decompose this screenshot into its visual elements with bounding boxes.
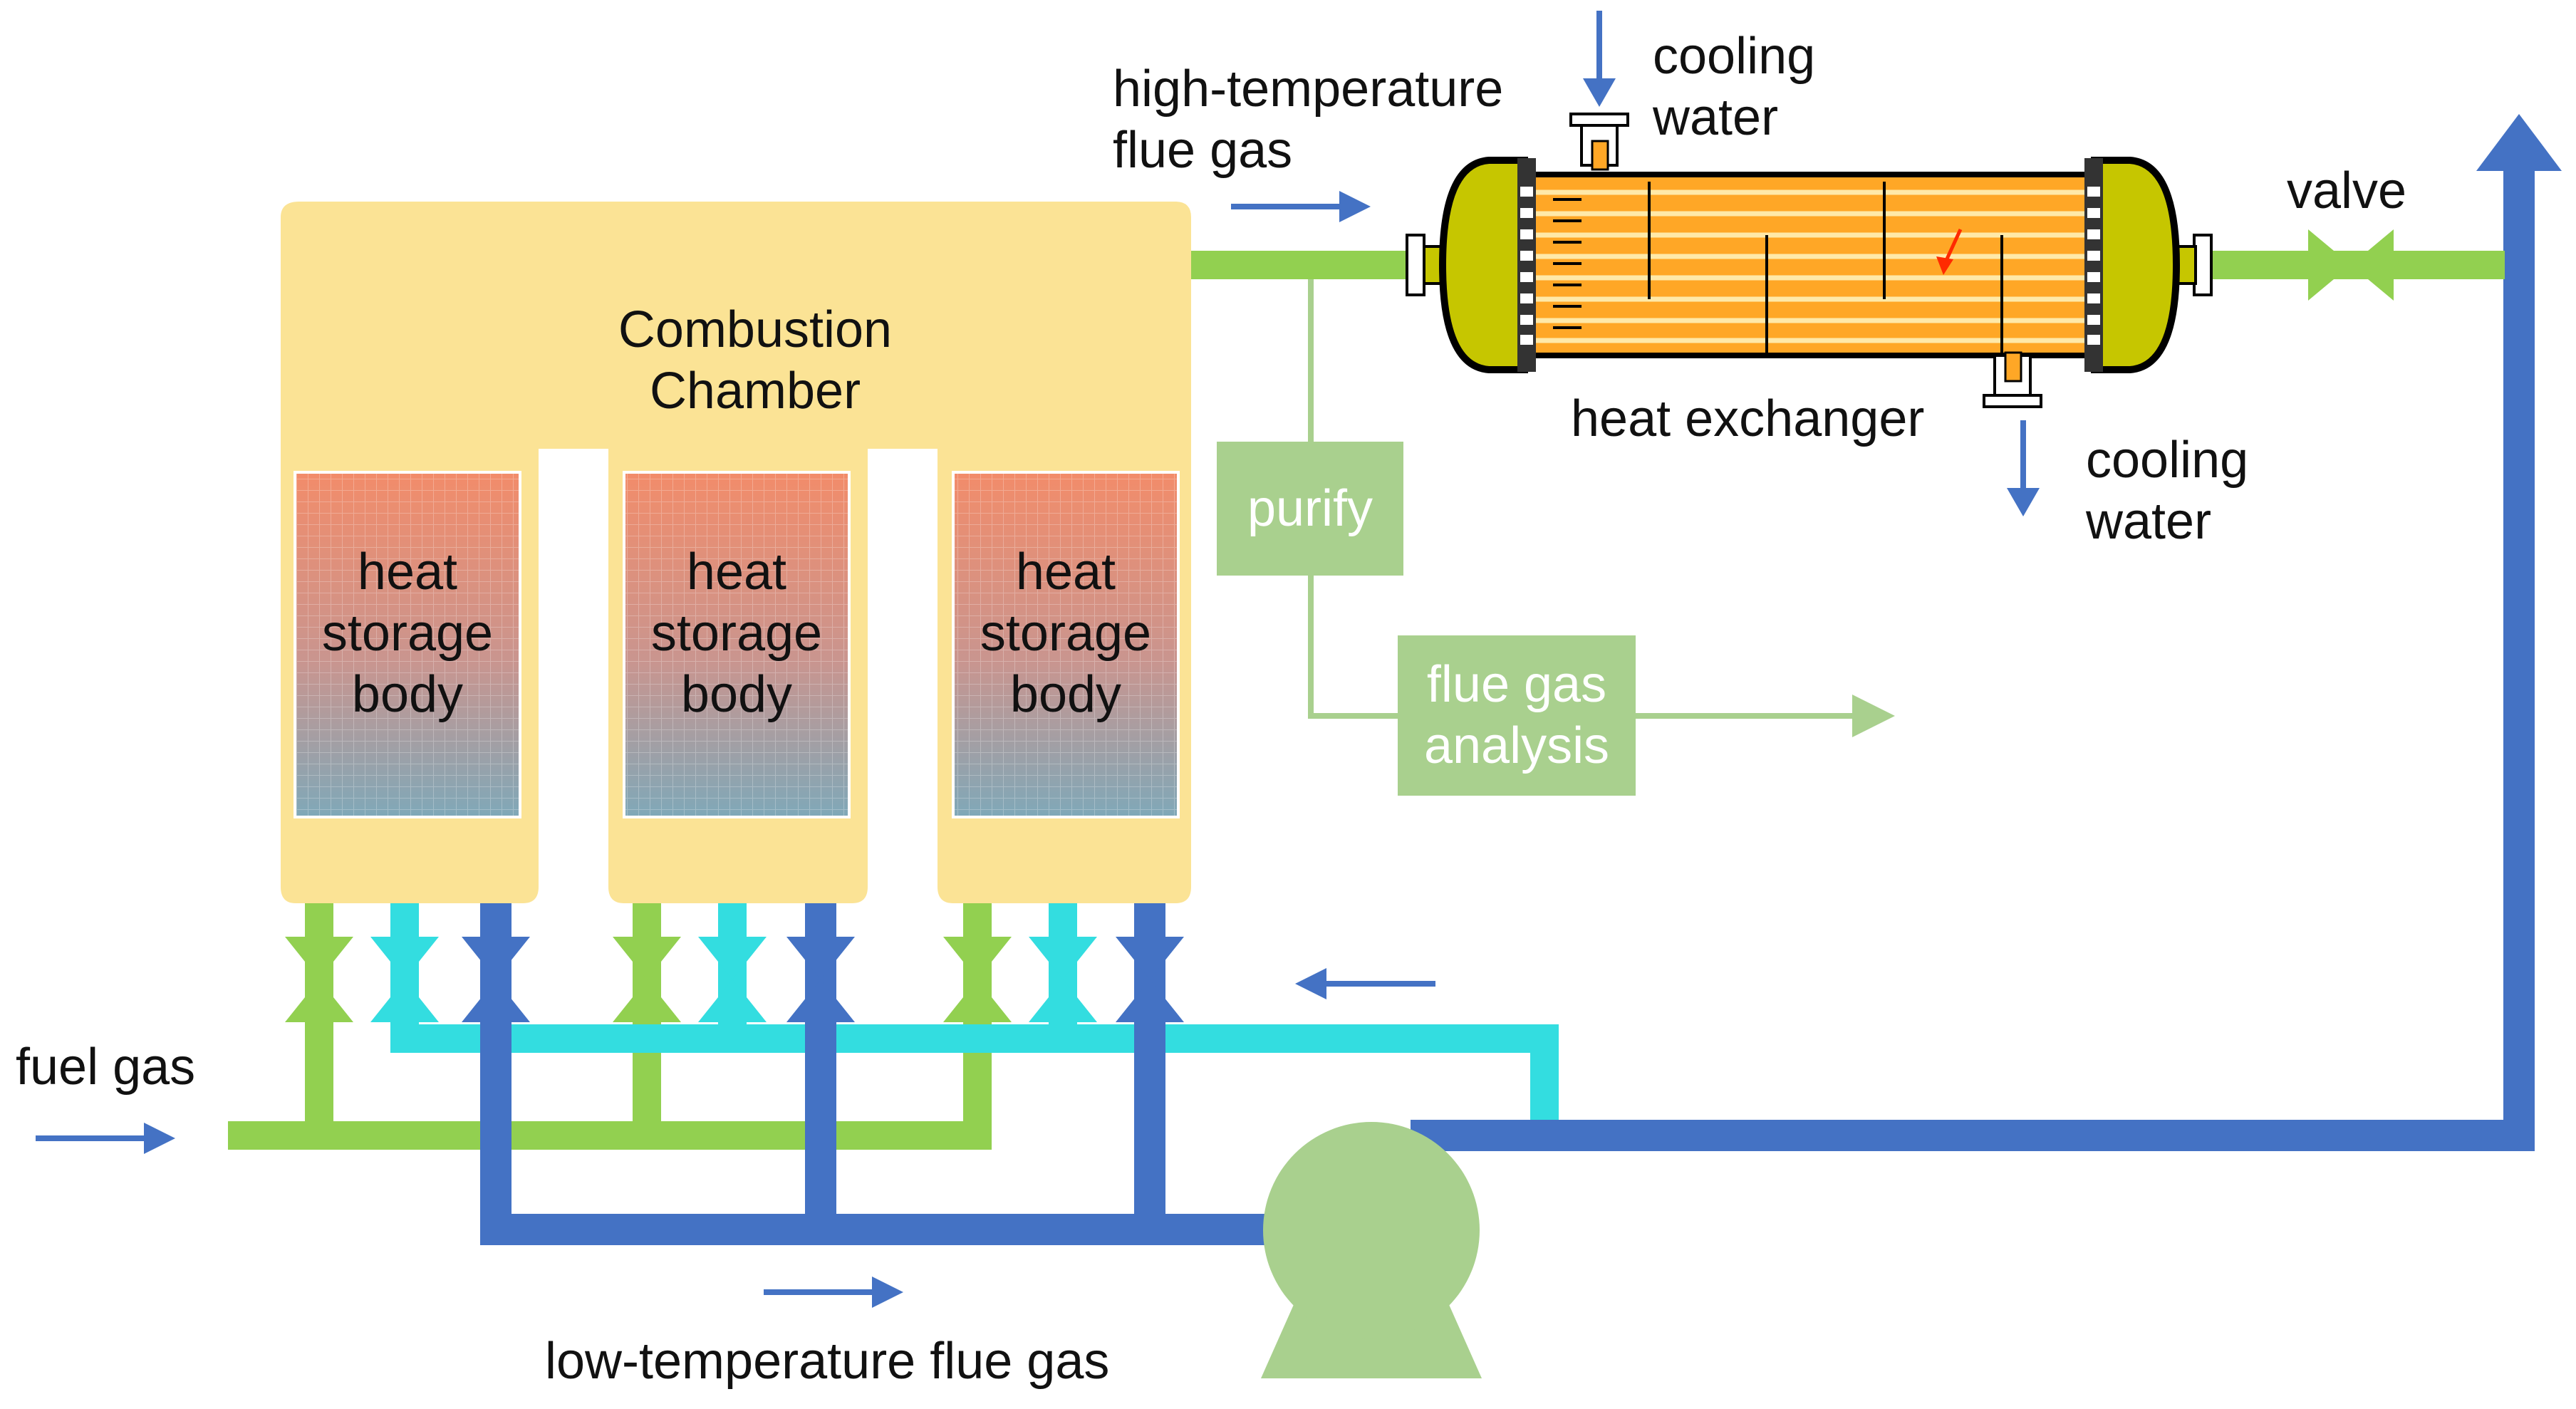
purify-box <box>1217 442 1403 576</box>
purify-branch-pipe <box>1308 279 1866 719</box>
arrow-heads <box>144 78 2040 1308</box>
heat-exchanger-icon <box>1406 113 2213 408</box>
analysis-arrowhead <box>1852 695 1895 737</box>
low-temp-flue-gas-pipe <box>480 903 1339 1245</box>
heat-storage-body-2 <box>623 471 851 818</box>
flow-arrows <box>36 11 2026 1295</box>
heat-storage-body-1 <box>294 471 521 818</box>
pump-icon <box>1261 1122 1482 1378</box>
riser-arrowhead <box>2476 114 2562 171</box>
valve-icon <box>285 937 1184 1022</box>
valve-icon <box>2308 229 2394 301</box>
heat-storage-body-3 <box>952 471 1180 818</box>
return-riser-pipe <box>1411 164 2535 1151</box>
flue-gas-analysis-box <box>1398 635 1636 796</box>
